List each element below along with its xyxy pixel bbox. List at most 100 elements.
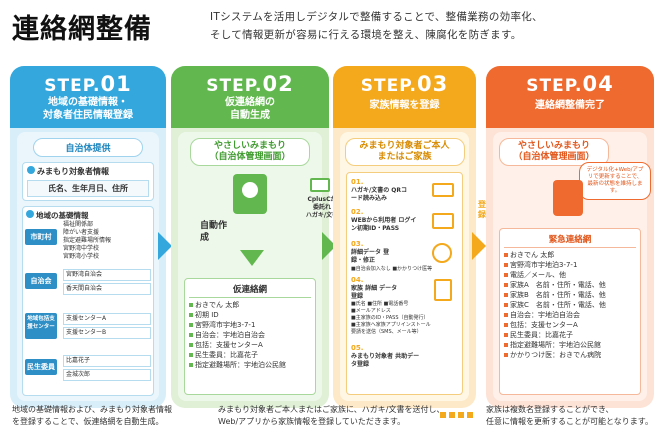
- monitor-icon: [432, 213, 454, 229]
- caption-dash-arrow: [440, 412, 474, 418]
- step-04-caption-line-2: 任意に情報を更新することが可能となります。: [486, 417, 653, 426]
- step-03-header: STEP.03 家族情報を登録: [333, 66, 476, 128]
- support-center-details: 支援センターA 支援センターB: [63, 313, 151, 339]
- step-04-number: STEP.04: [526, 72, 614, 96]
- emergency-network-card: 緊急連絡網 おきでん 太郎 宮野湾市宇地泊3-7-1 電話／メール、他 家族A …: [499, 228, 641, 395]
- laptop-icon: [432, 183, 454, 197]
- target-info-card: みまもり対象者情報 氏名、生年月日、住所: [22, 162, 154, 201]
- cplusc-line-2: 委託れ: [312, 204, 331, 211]
- base-info-section: 地域の基礎情報 市町村 福祉関係部 障がい者支援 指定避難場所情報 宮野湾中学校…: [22, 206, 154, 396]
- substep-04-text: 家族 詳細 データ登録: [351, 285, 398, 300]
- intro-text: ITシステムを活用しデジタルで整備することで、整備業務の効率化、 そして情報更新…: [210, 8, 543, 44]
- emergency-item-3: 電話／メール、他: [504, 270, 636, 280]
- substep-03-num: 03.: [351, 240, 364, 248]
- step-01-caption-line-1: 地域の基礎情報および、みまもり対象者情報: [12, 405, 172, 414]
- step-02-header: STEP.02 仮連絡網の 自動生成: [171, 66, 329, 128]
- temp-list-item-3: 宮野湾市宇地3-7-1: [189, 320, 311, 330]
- step-04-title: 連絡網整備完了: [535, 100, 605, 111]
- welfare-officer-1: 比嘉花子: [63, 355, 151, 367]
- intro-line-1: ITシステムを活用しデジタルで整備することで、整備業務の効率化、: [210, 11, 543, 23]
- temp-list-item-4: 自治会：宇地泊自治会: [189, 330, 311, 340]
- city-detail-2: 障がい者支援: [63, 229, 100, 236]
- arrow-step3-to-4: [472, 232, 486, 260]
- step-01-number: STEP.01: [44, 72, 132, 96]
- substep-01-num: 01.: [351, 178, 364, 186]
- step-03-pill-line-1: みまもり対象者ご本人: [359, 141, 450, 151]
- emergency-item-1: おきでん 太郎: [504, 250, 636, 260]
- substep-04-note-5: 要請を送信（SMS、メール等）: [351, 329, 422, 335]
- substep-02-text: WEBから利用者 ログイン初期ID・PASS: [351, 217, 417, 232]
- substep-04: 04. 家族 詳細 データ登録 ■氏名 ■住所 ■電話番号 ■メールアドレス ■…: [351, 275, 458, 343]
- emergency-item-11: かかりつけ医：おきでん病院: [504, 350, 636, 360]
- step-02-caption: みまもり対象者ご本人またはご家族に、ハガキ/文書を送付し、 Web/アプリから家…: [218, 404, 468, 428]
- step-01-header: STEP.01 地域の基礎情報・ 対象者住民情報登録: [10, 66, 166, 128]
- arrow-step2-to-3: [322, 232, 336, 260]
- step-01-panel: STEP.01 地域の基礎情報・ 対象者住民情報登録 自治体提供 みまもり対象者…: [10, 66, 166, 408]
- neighborhood-2: 香天間自治会: [63, 283, 151, 295]
- update-callout: デジタル化+Web/アプリで更新することで、最新の状態を維持します。: [579, 162, 651, 200]
- cplusc-line-3: ハガキ/文書: [305, 212, 339, 219]
- step-02-body: やさしいみまもり （自治体管理画面） 自動作成 仮連絡網 おきでん 太郎 初期 …: [178, 132, 322, 401]
- temp-list-item-1: おきでん 太郎: [189, 300, 311, 310]
- substep-04-note-2: ■メールアドレス: [351, 308, 391, 314]
- substep-01-text: ハガキ/文書の QRコード読み込み: [351, 187, 408, 202]
- database-icon: [553, 180, 583, 216]
- org-label-city: 市町村: [25, 229, 57, 245]
- substep-03: 03. 詳細データ 登録・修正 ■自治会加入なし ■かかりつけ医等: [351, 239, 458, 275]
- temp-list-item-5: 包括：支援センターA: [189, 340, 311, 350]
- step-01-caption-line-2: を登録することで、仮連絡網を自動生成。: [12, 417, 164, 426]
- substep-02-num: 02.: [351, 208, 364, 216]
- step-01-title-line-1: 地域の基礎情報・: [48, 97, 128, 108]
- down-arrow: [240, 250, 264, 266]
- emergency-item-10: 指定避難場所：宇地泊公民館: [504, 340, 636, 350]
- emergency-item-2: 宮野湾市宇地泊3-7-1: [504, 260, 636, 270]
- emergency-item-7: 自治会：宇地泊自治会: [504, 310, 636, 320]
- emergency-item-5: 家族B 名前・住所・電話、他: [504, 290, 636, 300]
- substep-04-note-4: ■主家族へ家族アプリインストール: [351, 322, 431, 328]
- substep-04-note-3: ■主家族のID・PASS（自動発行）: [351, 315, 429, 321]
- network-icon: [432, 243, 452, 263]
- step-04-caption: 家族は複数名登録することができ、 任意に情報を更新することが可能となります。: [486, 404, 664, 428]
- database-icon: [233, 174, 267, 214]
- auto-create-label: 自動作成: [200, 221, 228, 243]
- step-03-number: STEP.03: [360, 72, 449, 96]
- emergency-item-8: 包括：支援センターA: [504, 320, 636, 330]
- step-04-header: STEP.04 連絡網整備完了: [486, 66, 654, 128]
- welfare-officer-2: 金城次郎: [63, 369, 151, 381]
- cplusc-label: CplusCが 委託れ ハガキ/文書: [302, 196, 342, 220]
- page-title: 連絡網整備: [12, 14, 152, 45]
- step-02-title-line-1: 仮連絡網の: [225, 97, 275, 108]
- step-04-pill-line-2: （自治体管理画面）: [513, 152, 595, 162]
- step-02-pill-line-1: やさしいみまもり: [213, 141, 286, 151]
- city-detail-3: 指定避難場所情報: [63, 237, 112, 244]
- emergency-network-title: 緊急連絡網: [504, 233, 636, 248]
- arrow-step1-to-2: [158, 232, 172, 260]
- support-center-1: 支援センターA: [63, 313, 151, 325]
- cplusc-line-1: CplusCが: [307, 196, 337, 203]
- base-info-title: 地域の基礎情報: [26, 210, 150, 221]
- mail-icon: [310, 178, 330, 192]
- temp-network-card: 仮連絡網 おきでん 太郎 初期 ID 宮野湾市宇地3-7-1 自治会：宇地泊自治…: [184, 278, 316, 395]
- step-02-caption-line-1: みまもり対象者ご本人またはご家族に、ハガキ/文書を送付し、: [218, 405, 445, 414]
- org-label-support-center: 地域包括支援センター: [25, 313, 57, 339]
- temp-list-item-6: 民生委員：比嘉花子: [189, 350, 311, 360]
- city-detail-4: 宮野湾中学校: [63, 245, 100, 252]
- step-03-pill-line-2: またはご家族: [377, 152, 432, 162]
- emergency-item-4: 家族A 名前・住所・電話、他: [504, 280, 636, 290]
- step-02-panel: STEP.02 仮連絡網の 自動生成 やさしいみまもり （自治体管理画面） 自動…: [171, 66, 329, 408]
- step-04-caption-line-1: 家族は複数名登録することができ、: [486, 405, 614, 414]
- substep-05-text: みまもり対象者 共助データ登録: [351, 353, 420, 368]
- step-04-pill: やさしいみまもり （自治体管理画面）: [499, 138, 609, 166]
- step-01-caption: 地域の基礎情報および、みまもり対象者情報 を登録することで、仮連絡網を自動生成。: [12, 404, 172, 428]
- substep-02: 02. WEBから利用者 ログイン初期ID・PASS: [351, 207, 458, 239]
- substep-05-num: 05.: [351, 344, 364, 352]
- org-label-neighborhood: 自治会: [25, 273, 57, 289]
- substep-03-text: 詳細データ 登録・修正: [351, 249, 390, 264]
- temp-list-item-2: 初期 ID: [189, 310, 311, 320]
- intro-line-2: そして情報更新が容易に行える環境を整え、陳腐化を防ぎます。: [210, 29, 522, 41]
- step-02-number: STEP.02: [206, 72, 294, 96]
- neighborhood-1: 宮野湾自治会: [63, 269, 151, 281]
- welfare-officer-details: 比嘉花子 金城次郎: [63, 355, 151, 381]
- substep-04-note-1: ■氏名 ■住所 ■電話番号: [351, 301, 409, 307]
- target-info-value: 氏名、生年月日、住所: [27, 180, 149, 197]
